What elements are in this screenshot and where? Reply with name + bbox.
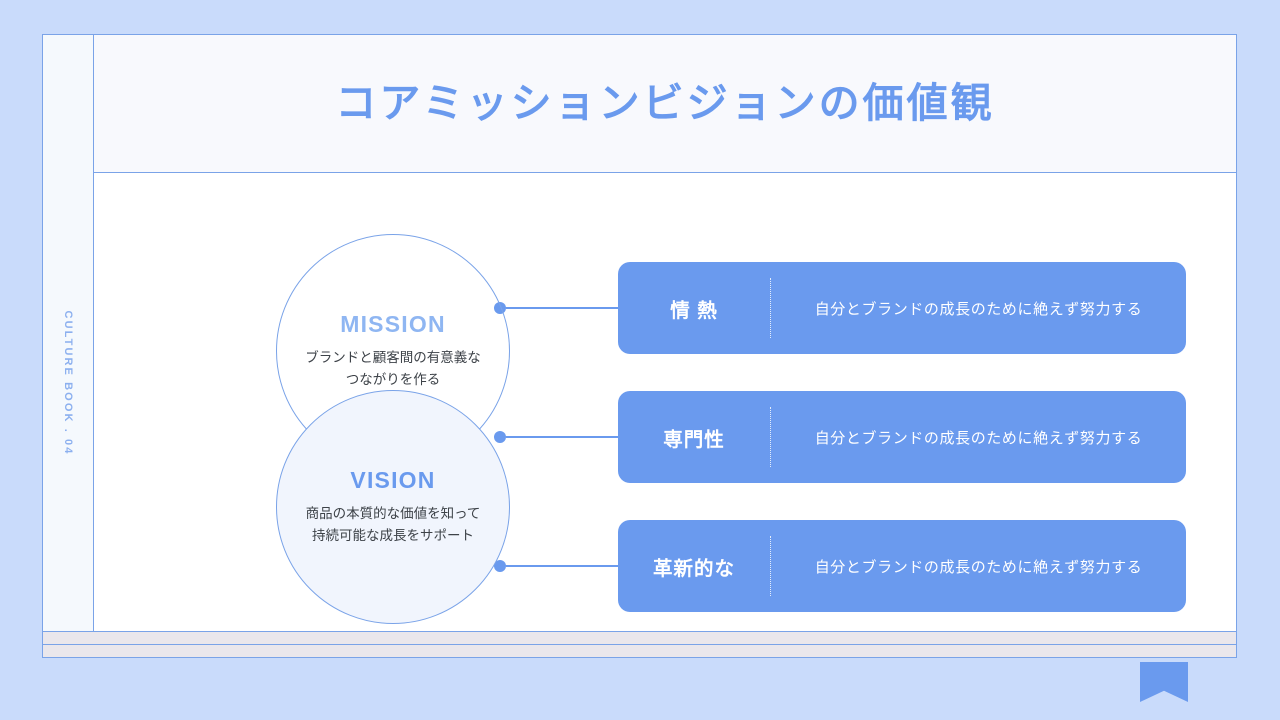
mission-description: ブランドと顧客間の有意義な つながりを作る	[305, 347, 481, 392]
connector-line	[506, 565, 618, 567]
left-rail: CULTURE BOOK . 04	[43, 35, 94, 657]
vision-circle: VISION 商品の本質的な価値を知って 持続可能な成長をサポート	[276, 390, 510, 624]
vision-description-line-2: 持続可能な成長をサポート	[311, 528, 474, 543]
slide-body: MISSION ブランドと顧客間の有意義な つながりを作る VISION 商品の…	[94, 174, 1236, 631]
slide-header: コアミッションビジョンの価値観	[94, 35, 1236, 173]
connector-line	[506, 436, 618, 438]
value-row: 専門性 自分とブランドの成長のために絶えず努力する	[494, 391, 1186, 483]
value-description: 自分とブランドの成長のために絶えず努力する	[814, 300, 1143, 318]
bookmark-ribbon-icon	[1140, 662, 1188, 702]
vision-description: 商品の本質的な価値を知って 持続可能な成長をサポート	[306, 503, 481, 548]
value-card-list: 情 熱 自分とブランドの成長のために絶えず努力する 専門性 自分とブランドの成長…	[494, 226, 1186, 612]
connector-dot-icon	[494, 560, 506, 572]
value-description: 自分とブランドの成長のために絶えず努力する	[814, 429, 1143, 447]
connector-dot-icon	[494, 431, 506, 443]
connector-3	[494, 560, 618, 572]
value-card-expertise[interactable]: 専門性 自分とブランドの成長のために絶えず努力する	[618, 391, 1186, 483]
mission-vision-circles: MISSION ブランドと顧客間の有意義な つながりを作る VISION 商品の…	[224, 234, 524, 684]
footer-strip-lower	[43, 644, 1236, 657]
connector-1	[494, 302, 618, 314]
value-divider	[770, 407, 771, 467]
value-description: 自分とブランドの成長のために絶えず努力する	[814, 558, 1143, 576]
vision-description-line-1: 商品の本質的な価値を知って	[305, 505, 481, 521]
vision-title: VISION	[350, 466, 436, 493]
page-title: コアミッションビジョンの価値観	[335, 80, 995, 126]
value-card-passion[interactable]: 情 熱 自分とブランドの成長のために絶えず努力する	[618, 262, 1186, 354]
mission-description-line-1: ブランドと顧客間の有意義な	[305, 349, 481, 365]
value-name: 革新的な	[652, 557, 735, 580]
value-row: 情 熱 自分とブランドの成長のために絶えず努力する	[494, 262, 1186, 354]
connector-2	[494, 431, 618, 443]
value-divider	[770, 536, 771, 596]
value-card-innovative[interactable]: 革新的な 自分とブランドの成長のために絶えず努力する	[618, 520, 1186, 612]
mission-circle: MISSION ブランドと顧客間の有意義な つながりを作る	[276, 234, 510, 468]
value-divider	[770, 278, 771, 338]
mission-title: MISSION	[340, 310, 446, 337]
mission-description-line-2: つながりを作る	[345, 372, 441, 387]
footer-strips	[43, 631, 1236, 657]
connector-line	[506, 307, 618, 309]
value-name: 情 熱	[670, 299, 718, 322]
value-name: 専門性	[663, 428, 725, 451]
slide-frame: CULTURE BOOK . 04 コアミッションビジョンの価値観 MISSIO…	[42, 34, 1237, 658]
footer-strip-upper	[43, 631, 1236, 644]
value-row: 革新的な 自分とブランドの成長のために絶えず努力する	[494, 520, 1186, 612]
culture-book-label: CULTURE BOOK . 04	[62, 310, 74, 456]
